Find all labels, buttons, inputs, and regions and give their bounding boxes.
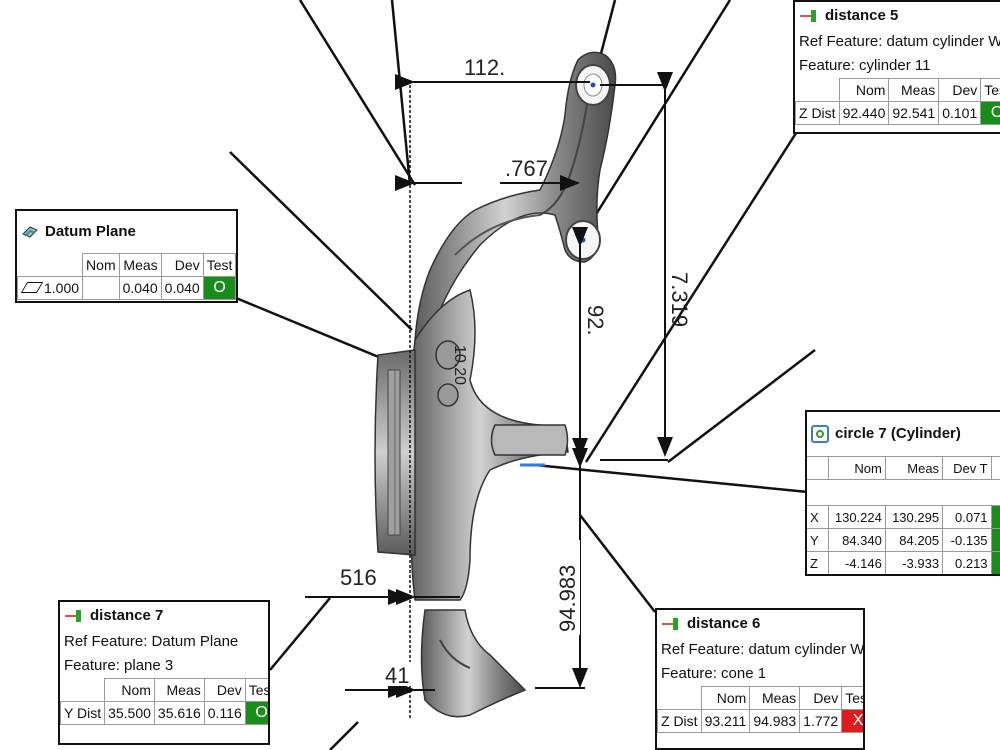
cylinder-circle-icon [811, 425, 829, 443]
col-header: Dev [160, 253, 204, 277]
callout-circle-7[interactable]: circle 7 (Cylinder) Nom Meas Dev T X 130… [805, 410, 1000, 576]
flatness-nominal: 1.000 [17, 276, 84, 300]
dev-value: 0.101 [938, 101, 982, 125]
row-label: Z Dist [657, 709, 702, 733]
distance-icon [661, 617, 681, 631]
row-label: Z Dist [795, 101, 840, 125]
axis-label: X [807, 505, 829, 529]
callout-title: distance 5 [825, 7, 899, 24]
col-header: Test [244, 678, 268, 702]
meas-value: -3.933 [884, 551, 944, 574]
dev-value: 0.071 [942, 505, 992, 529]
nom-value: 130.224 [827, 505, 886, 529]
test-pass-badge [990, 551, 1000, 574]
dev-value: 1.772 [799, 709, 843, 733]
distance-icon [799, 9, 819, 23]
meas-value: 0.040 [118, 276, 162, 300]
callout-distance-5[interactable]: distance 5 Ref Feature: datum cylinder W… [793, 0, 1000, 134]
datum-plane-icon [22, 226, 38, 238]
test-pass-badge [990, 528, 1000, 552]
col-header: Meas [153, 678, 205, 702]
nom-value: -4.146 [827, 551, 886, 574]
dim-text-mid-horizontal: .767 [505, 156, 548, 181]
col-header: Meas [118, 253, 162, 277]
feature-text: Feature: cylinder 11 [799, 57, 931, 74]
col-header: Meas [888, 78, 940, 102]
axis-label: Y [807, 528, 829, 552]
dim-text-top-horizontal: 112. [464, 55, 505, 80]
results-table: Nom Meas Dev T X 130.224 130.295 0.071 Y… [807, 456, 1000, 574]
meas-value: 35.616 [153, 701, 205, 725]
nom-value: 93.211 [700, 709, 751, 733]
meas-value: 92.541 [888, 101, 940, 125]
ref-feature-text: Ref Feature: datum cylinder W [799, 33, 1000, 50]
callout-title: distance 7 [90, 607, 164, 624]
col-header: Dev [938, 78, 982, 102]
meas-value: 94.983 [749, 709, 801, 733]
col-header: Meas [884, 456, 944, 480]
test-pass-badge: O [202, 276, 236, 300]
col-header: Dev [799, 686, 843, 710]
dim-text-left-bottom: 41 [385, 663, 409, 688]
callout-distance-6[interactable]: distance 6 Ref Feature: datum cylinder W… [655, 608, 865, 750]
col-header: Test [202, 253, 236, 277]
test-pass-badge: O [980, 101, 1000, 125]
flatness-symbol-icon [20, 282, 44, 293]
col-header: Dev T [942, 456, 992, 480]
col-header: Nom [82, 253, 120, 277]
ref-feature-text: Ref Feature: datum cylinder W [661, 641, 865, 658]
meas-value: 84.205 [884, 528, 944, 552]
dim-text-right-vertical: 7.319 [667, 272, 692, 327]
callout-title: distance 6 [687, 615, 761, 632]
callout-title: circle 7 (Cylinder) [835, 425, 961, 442]
test-pass-badge [990, 505, 1000, 529]
ref-feature-text: Ref Feature: Datum Plane [64, 633, 239, 650]
nom-value: 92.440 [838, 101, 890, 125]
dim-text-lower-vertical: 94.983 [555, 565, 580, 632]
meas-value: 130.295 [884, 505, 944, 529]
results-table: Nom Meas Dev Test Y Dist 35.500 35.616 0… [60, 678, 268, 725]
dev-value: -0.135 [942, 528, 992, 552]
col-header: Nom [838, 78, 890, 102]
dim-text-left-low: 516 [340, 565, 377, 590]
nom-value: 84.340 [827, 528, 886, 552]
nom-value: 35.500 [104, 701, 155, 725]
callout-distance-7[interactable]: distance 7 Ref Feature: Datum Plane Feat… [58, 600, 270, 745]
col-header: Test [980, 78, 1000, 102]
results-table: Nom Meas Dev Test Z Dist 92.440 92.541 0… [795, 78, 1000, 125]
col-header: Nom [104, 678, 155, 702]
results-table: Nom Meas Dev Test Z Dist 93.211 94.983 1… [657, 686, 863, 733]
feature-text: Feature: plane 3 [64, 657, 174, 674]
dev-value: 0.040 [160, 276, 204, 300]
col-header: Nom [827, 456, 886, 480]
callout-datum-plane[interactable]: Datum Plane Nom Meas Dev Test 1.000 0.04… [15, 209, 238, 303]
part-embossed-text: 10.20 [451, 345, 468, 385]
col-header: Meas [749, 686, 801, 710]
row-label: Y Dist [60, 701, 106, 725]
test-pass-badge: O [244, 701, 268, 725]
axis-label: Z [807, 551, 829, 574]
col-header: Nom [700, 686, 751, 710]
col-header: Test [841, 686, 863, 710]
dim-text-mid-vertical: 92. [583, 305, 608, 336]
callout-title: Datum Plane [45, 223, 136, 240]
feature-text: Feature: cone 1 [661, 665, 767, 682]
test-fail-badge: X [841, 709, 863, 733]
results-table: Nom Meas Dev Test 1.000 0.040 0.040 O [17, 253, 236, 300]
steering-knuckle-part [374, 51, 617, 718]
dimension-lines [305, 72, 673, 720]
dev-value: 0.213 [942, 551, 992, 574]
dev-value: 0.116 [203, 701, 246, 725]
col-header: Dev [203, 678, 246, 702]
distance-icon [64, 609, 84, 623]
